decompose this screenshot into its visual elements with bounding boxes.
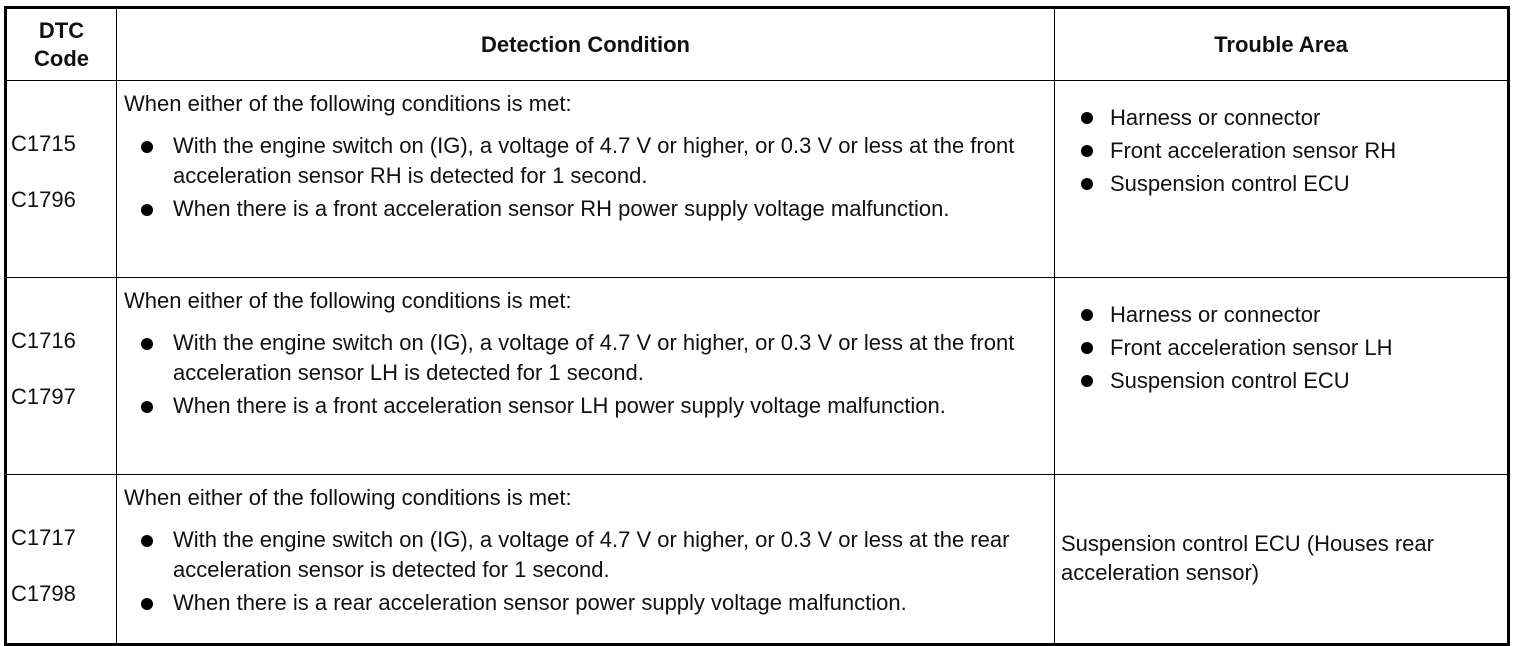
bullet-icon — [141, 338, 153, 350]
trouble-area-item: Front acceleration sensor RH — [1061, 134, 1501, 167]
trouble-area-text: Suspension control ECU (Houses rear acce… — [1061, 531, 1434, 585]
trouble-area-list: Harness or connector Front acceleration … — [1061, 298, 1501, 397]
dtc-code-cell: C1716 C1797 — [5, 277, 117, 475]
condition-intro: When either of the following conditions … — [124, 91, 572, 116]
dtc-code: C1717 — [11, 525, 76, 550]
detection-condition-cell: When either of the following conditions … — [116, 474, 1055, 645]
bullet-icon — [141, 401, 153, 413]
bullet-icon — [1081, 177, 1093, 190]
table-row: C1715 C1796 When either of the following… — [5, 80, 1509, 278]
dtc-code-header-line-1: DTC — [38, 17, 85, 43]
trouble-area-cell: Harness or connector Front acceleration … — [1054, 80, 1509, 278]
bullet-icon — [1081, 374, 1093, 387]
trouble-area-text: Front acceleration sensor LH — [1110, 334, 1393, 360]
dtc-code: C1798 — [11, 581, 76, 606]
trouble-area-text: Front acceleration sensor RH — [1110, 137, 1397, 163]
condition-list: With the engine switch on (IG), a voltag… — [124, 131, 1048, 224]
dtc-code: C1716 — [11, 328, 76, 353]
condition-text: With the engine switch on (IG), a voltag… — [173, 133, 1015, 188]
condition-item: With the engine switch on (IG), a voltag… — [124, 328, 1048, 388]
bullet-icon — [141, 535, 153, 547]
condition-list: With the engine switch on (IG), a voltag… — [124, 328, 1048, 421]
bullet-icon — [1081, 341, 1093, 354]
dtc-code-cell: C1717 C1798 — [5, 474, 117, 645]
detection-condition-cell: When either of the following conditions … — [116, 80, 1055, 278]
condition-text: With the engine switch on (IG), a voltag… — [173, 527, 1010, 582]
trouble-area-cell: Harness or connector Front acceleration … — [1054, 277, 1509, 475]
dtc-table: DTC Code Detection Condition Trouble Are… — [4, 6, 1510, 646]
trouble-area-cell: Suspension control ECU (Houses rear acce… — [1054, 474, 1509, 645]
condition-item: With the engine switch on (IG), a voltag… — [124, 131, 1048, 191]
table-header-row: DTC Code Detection Condition Trouble Are… — [5, 7, 1509, 81]
trouble-area-text: Harness or connector — [1110, 301, 1321, 327]
table-row: C1716 C1797 When either of the following… — [5, 277, 1509, 475]
bullet-icon — [1081, 144, 1093, 157]
bullet-icon — [1081, 111, 1093, 124]
condition-item: When there is a front acceleration senso… — [124, 194, 1048, 224]
trouble-area-list: Harness or connector Front acceleration … — [1061, 101, 1501, 200]
detection-condition-cell: When either of the following conditions … — [116, 277, 1055, 475]
trouble-area-text: Suspension control ECU — [1110, 367, 1350, 393]
condition-text: With the engine switch on (IG), a voltag… — [173, 330, 1015, 385]
dtc-code: C1715 — [11, 131, 76, 156]
detection-condition-header: Detection Condition — [116, 7, 1055, 81]
bullet-icon — [141, 141, 153, 153]
dtc-code: C1796 — [11, 187, 76, 212]
bullet-icon — [141, 204, 153, 216]
bullet-icon — [141, 598, 153, 610]
bullet-icon — [1081, 308, 1093, 321]
dtc-code-header-line-2: Code — [34, 45, 89, 71]
trouble-area-item: Suspension control ECU — [1061, 167, 1501, 200]
trouble-area-text: Suspension control ECU — [1110, 170, 1350, 196]
trouble-area-item: Harness or connector — [1061, 298, 1501, 331]
condition-intro: When either of the following conditions … — [124, 288, 572, 313]
trouble-area-item: Harness or connector — [1061, 101, 1501, 134]
condition-intro: When either of the following conditions … — [124, 485, 572, 510]
condition-list: With the engine switch on (IG), a voltag… — [124, 525, 1048, 618]
condition-item: When there is a rear acceleration sensor… — [124, 588, 1048, 618]
dtc-code-header: DTC Code — [5, 7, 117, 81]
trouble-area-header: Trouble Area — [1054, 7, 1509, 81]
trouble-area-text: Harness or connector — [1110, 104, 1321, 130]
condition-item: With the engine switch on (IG), a voltag… — [124, 525, 1048, 585]
table-row: C1717 C1798 When either of the following… — [5, 474, 1509, 645]
condition-item: When there is a front acceleration senso… — [124, 391, 1048, 421]
condition-text: When there is a front acceleration senso… — [173, 393, 946, 418]
condition-text: When there is a rear acceleration sensor… — [173, 590, 907, 615]
dtc-code: C1797 — [11, 384, 76, 409]
condition-text: When there is a front acceleration senso… — [173, 196, 950, 221]
trouble-area-item: Suspension control ECU — [1061, 364, 1501, 397]
dtc-code-cell: C1715 C1796 — [5, 80, 117, 278]
trouble-area-item: Front acceleration sensor LH — [1061, 331, 1501, 364]
